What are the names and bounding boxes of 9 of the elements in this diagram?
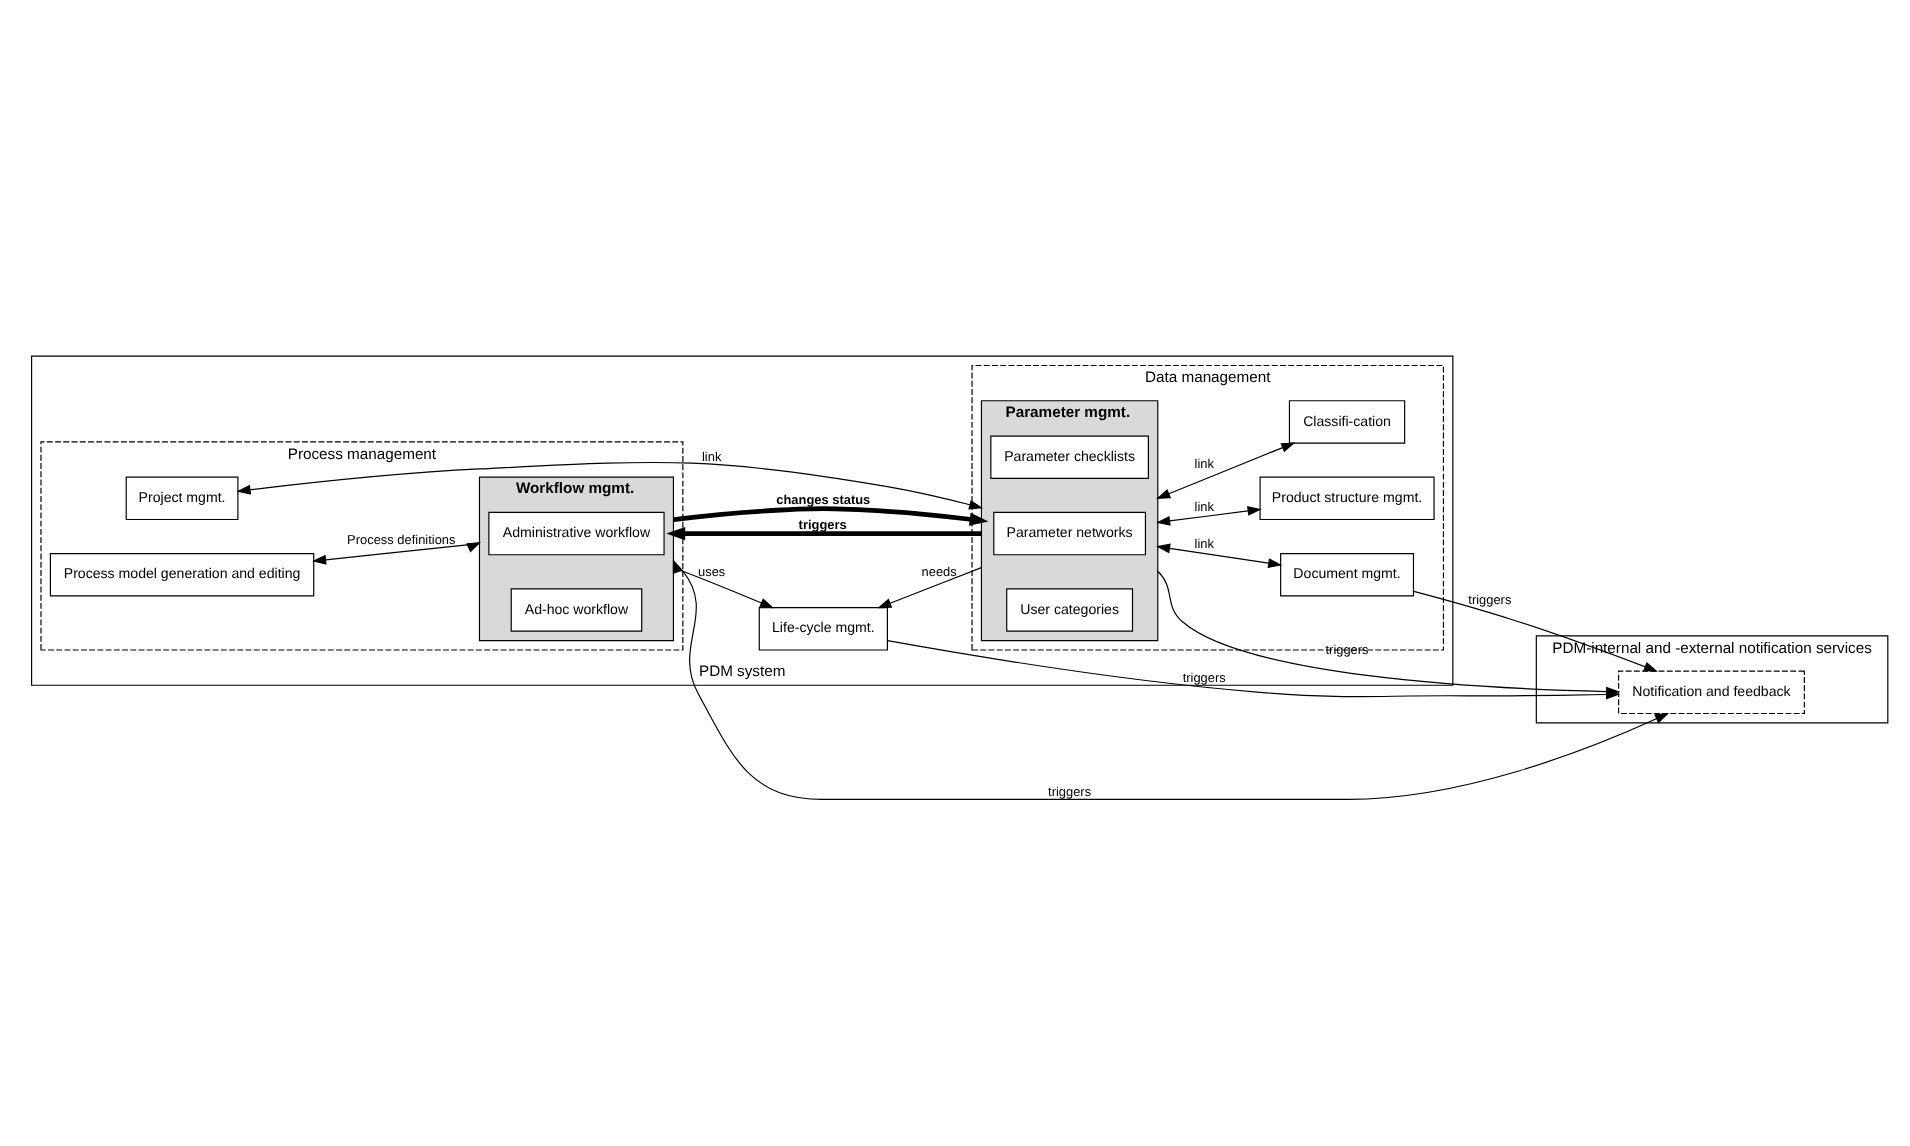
arrow	[236, 461, 984, 510]
arrow	[1413, 590, 1658, 672]
arrow	[1156, 543, 1283, 569]
arrow	[666, 527, 982, 541]
arrow	[673, 506, 989, 526]
arrow	[1156, 442, 1296, 499]
arrow	[312, 541, 482, 565]
arrow	[877, 567, 983, 609]
arrow	[1156, 506, 1262, 526]
